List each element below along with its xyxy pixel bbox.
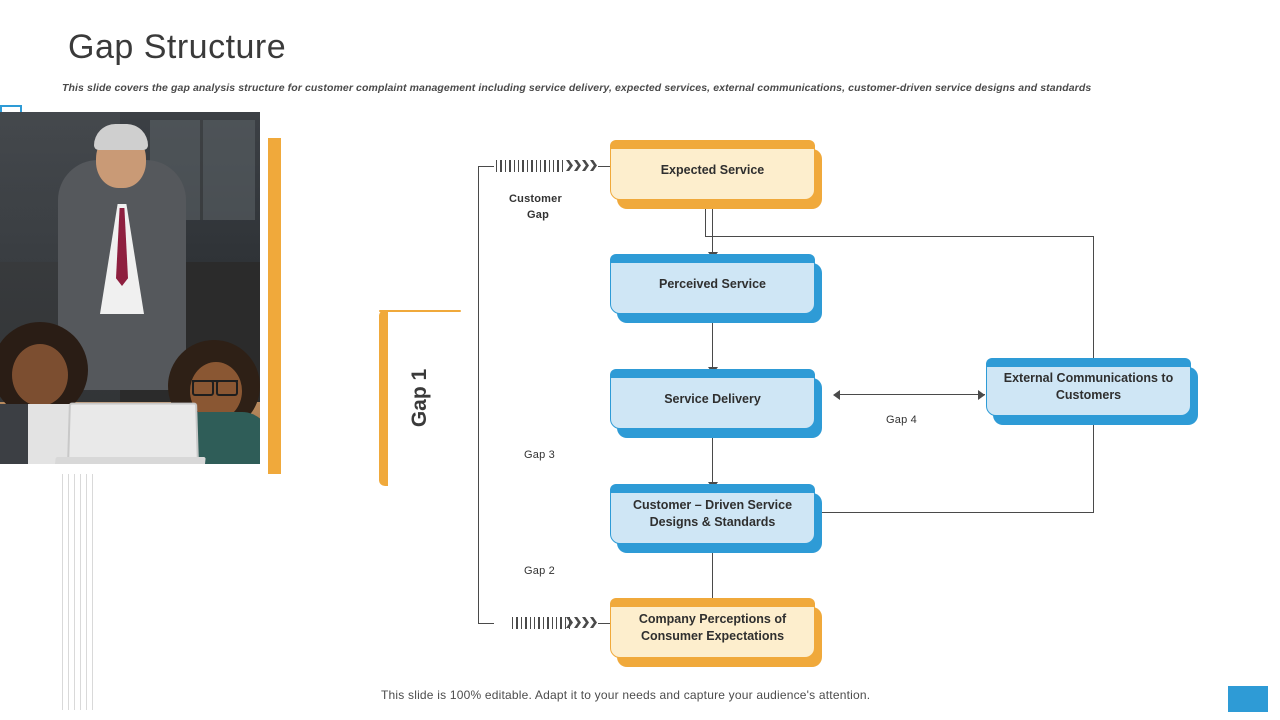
node-service-delivery[interactable]: Service Delivery [610,369,822,438]
page-title: Gap Structure [68,28,287,66]
customer-gap-top-comb [496,160,566,172]
node-body: Perceived Service [610,254,815,314]
customer-gap-bracket-line [478,166,480,624]
node-cap [379,310,388,486]
customer-gap-top-line [478,166,494,168]
node-customer-driven-service[interactable]: Customer – Driven Service Designs & Stan… [610,484,822,553]
gap3-label: Gap 3 [524,449,555,461]
gap4-label: Gap 4 [886,414,917,426]
arrow-delivery-design-line [712,430,714,482]
node-body: Company Perceptions of Consumer Expectat… [610,598,815,658]
customer-gap-label-line1: Customer [509,193,562,205]
node-external-communications[interactable]: External Communications to Customers [986,358,1198,425]
node-expected-service[interactable]: Expected Service [610,140,822,209]
node-body [379,310,461,312]
arrow-expected-perceived-line [712,200,714,252]
gap4-arrow-line [840,394,985,396]
arrow-perceived-delivery-line [712,315,714,367]
node-cap [610,598,815,607]
gap1-label-wrap: Gap 1 [379,310,461,486]
page-subtitle: This slide covers the gap analysis struc… [62,82,1092,94]
decorative-footer-block [1228,686,1268,712]
customer-gap-top-connector [598,166,612,168]
node-body: Expected Service [610,140,815,200]
node-cap [610,254,815,263]
design-to-external-vline [1093,425,1095,513]
node-body: External Communications to Customers [986,358,1191,416]
customer-gap-bottom-chevrons [566,617,598,628]
node-perceived-service[interactable]: Perceived Service [610,254,822,323]
node-cap [610,369,815,378]
customer-gap-top-chevrons [566,160,598,171]
team-meeting-photo [0,112,260,464]
node-label: Company Perceptions of Consumer Expectat… [638,612,787,643]
customer-gap-bottom-comb [512,617,573,629]
gap2-label: Gap 2 [524,565,555,577]
node-cap [610,484,815,493]
node-label: Expected Service [660,162,765,177]
decorative-hatch-lines [62,474,93,710]
arrow-design-perceptions-line [712,550,714,602]
node-gap-1[interactable]: Gap 1 [379,310,461,486]
expected-drop-line [705,200,707,237]
node-cap [986,358,1191,367]
node-label: Customer – Driven Service Designs & Stan… [632,498,793,529]
customer-gap-bottom-line [478,623,494,625]
customer-gap-label-line2: Gap [527,209,549,221]
node-label: External Communications to Customers [1003,371,1174,402]
gap4-arrow-right [978,390,985,400]
decorative-orange-bar [268,138,281,474]
node-label: Perceived Service [658,276,767,291]
node-body: Customer – Driven Service Designs & Stan… [610,484,815,544]
design-to-external-hline [822,512,1094,514]
node-label: Service Delivery [664,391,761,406]
node-cap [610,140,815,149]
node-body: Service Delivery [610,369,815,429]
external-to-expected-hline [705,236,1094,238]
node-company-perceptions[interactable]: Company Perceptions of Consumer Expectat… [610,598,822,667]
gap4-arrow-left [833,390,840,400]
external-to-expected-vline [1093,236,1095,361]
gap1-label: Gap 1 [407,368,431,428]
footer-note: This slide is 100% editable. Adapt it to… [381,688,871,702]
customer-gap-bottom-connector [598,623,612,625]
